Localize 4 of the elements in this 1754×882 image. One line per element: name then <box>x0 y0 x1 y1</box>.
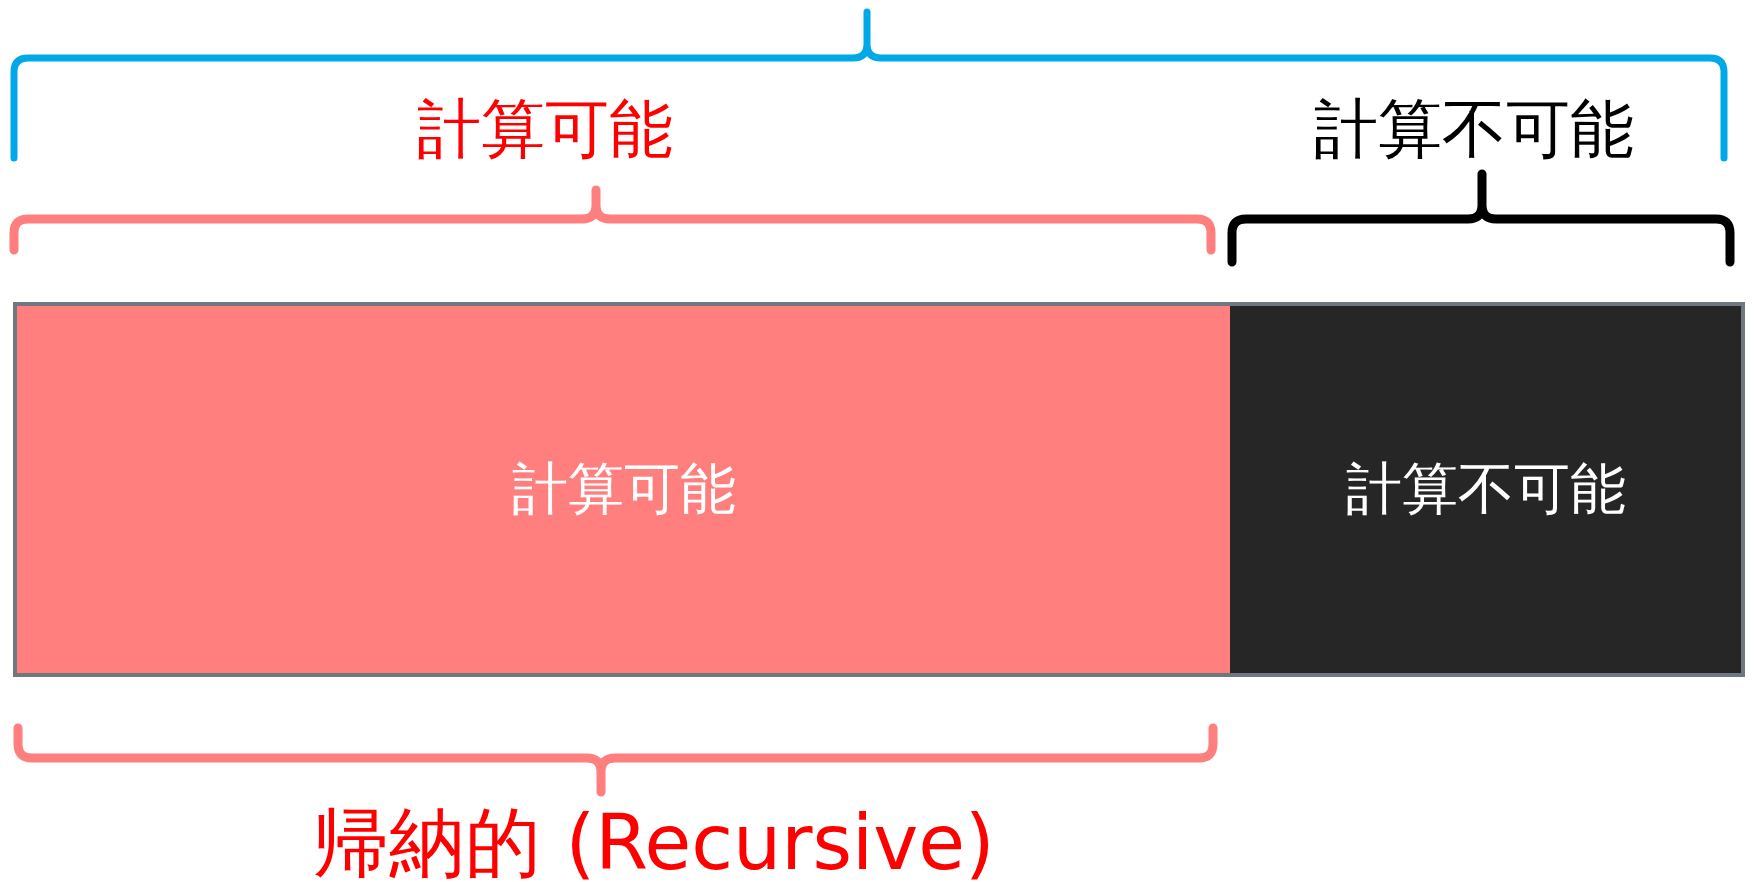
bracket-label: 計算不可能 <box>1314 97 1634 161</box>
bracket-label: 帰納的 (Recursive) <box>313 805 995 881</box>
bar-segment: 計算不可能 <box>1230 302 1745 677</box>
bracket-label: 計算可能 <box>417 97 673 161</box>
